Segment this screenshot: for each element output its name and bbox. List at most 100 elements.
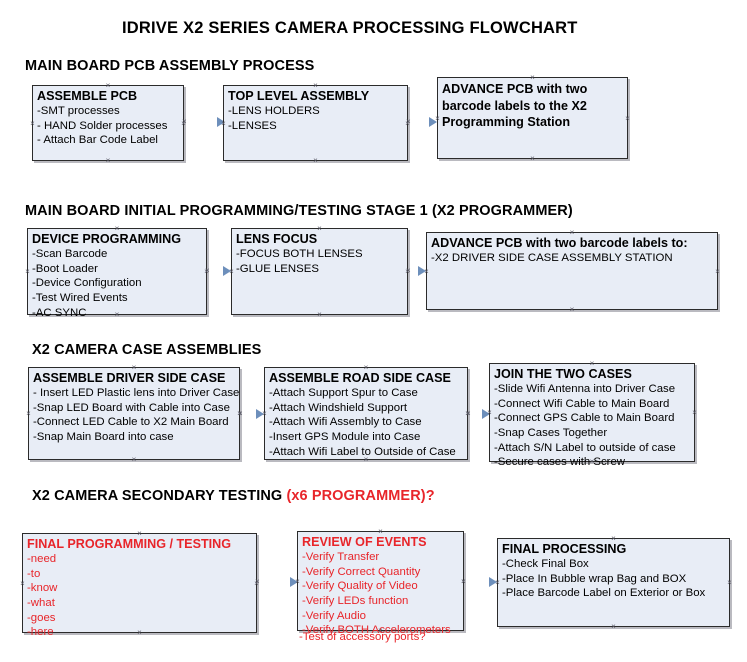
connector-handle-top[interactable] — [316, 225, 323, 232]
connector-device-programming-to-lens-focus[interactable]: × — [205, 266, 231, 276]
node-advance-pcb-programming-station[interactable]: ADVANCE PCB with two barcode labels to t… — [437, 77, 628, 159]
node-line: -Scan Barcode — [32, 247, 108, 260]
node-title: ASSEMBLE DRIVER SIDE CASE — [33, 371, 226, 385]
node-line: -goes — [27, 611, 56, 624]
connector-driver-side-to-road-side[interactable]: × — [238, 409, 264, 419]
connector-handle-top[interactable] — [114, 225, 121, 232]
connector-handle-bottom[interactable] — [131, 456, 138, 463]
connector-endpoint-source: × — [466, 409, 471, 418]
connector-endpoint-source: × — [205, 266, 210, 275]
arrow-head-icon — [489, 577, 497, 587]
connector-handle-top[interactable] — [377, 528, 384, 535]
connector-handle-top[interactable] — [529, 74, 536, 81]
connector-handle-right[interactable] — [691, 409, 698, 416]
node-line: -Boot Loader — [32, 262, 98, 275]
node-lens-focus[interactable]: LENS FOCUS -FOCUS BOTH LENSES -GLUE LENS… — [231, 228, 408, 315]
connector-handle-top[interactable] — [363, 364, 370, 371]
node-line: -Attach Wifi Label to Outside of Case — [269, 445, 456, 458]
node-final-processing[interactable]: FINAL PROCESSING -Check Final Box -Place… — [497, 538, 730, 627]
node-line: -Secure cases with Screw — [494, 456, 626, 469]
node-line: -Check Final Box — [502, 557, 589, 570]
node-line: -Verify BOTH Accelerometers — [302, 624, 451, 637]
connector-road-side-to-join-cases[interactable]: × — [466, 409, 490, 419]
node-advance-pcb-driver-side-case[interactable]: ADVANCE PCB with two barcode labels to: … — [426, 232, 718, 310]
connector-top-level-assembly-to-advance-pcb[interactable]: × — [406, 117, 437, 127]
node-line: -LENS HOLDERS — [228, 104, 320, 117]
node-line: -Device Configuration — [32, 277, 142, 290]
connector-endpoint-source: × — [406, 266, 411, 275]
node-line: -FOCUS BOTH LENSES — [236, 247, 363, 260]
connector-endpoint-source: × — [406, 117, 411, 126]
connector-handle-right[interactable] — [726, 579, 733, 586]
section-heading-text: X2 CAMERA SECONDARY TESTING — [32, 488, 287, 504]
node-line: -Snap Cases Together — [494, 426, 608, 439]
node-assemble-driver-side-case[interactable]: ASSEMBLE DRIVER SIDE CASE - Insert LED P… — [28, 367, 240, 460]
section-heading-text: MAIN BOARD INITIAL PROGRAMMING/TESTING S… — [25, 203, 573, 219]
connector-final-programming-to-review-of-events[interactable]: × — [255, 577, 298, 587]
node-title: FINAL PROCESSING — [502, 542, 627, 556]
node-line: -Verify LEDs function — [302, 594, 409, 607]
node-join-the-two-cases[interactable]: JOIN THE TWO CASES -Slide Wifi Antenna i… — [489, 360, 698, 468]
node-top-level-assembly[interactable]: TOP LEVEL ASSEMBLY -LENS HOLDERS -LENSES — [223, 85, 408, 161]
section-heading-x2-camera-secondary-testing: X2 CAMERA SECONDARY TESTING (x6 PROGRAMM… — [32, 488, 435, 504]
node-title: ASSEMBLE ROAD SIDE CASE — [269, 371, 451, 385]
connector-handle-bottom[interactable] — [610, 623, 617, 630]
connector-endpoint-source: × — [255, 577, 260, 586]
connector-handle-right[interactable] — [624, 115, 631, 122]
connector-assemble-pcb-to-top-level-assembly[interactable]: × × — [182, 117, 227, 127]
connector-handle-bottom[interactable] — [316, 311, 323, 318]
section-heading-text: X2 CAMERA CASE ASSEMBLIES — [32, 342, 262, 358]
node-title: JOIN THE TWO CASES — [494, 367, 632, 381]
connector-lens-focus-to-advance-pcb-driver-side[interactable]: × — [406, 266, 426, 276]
node-line: -Insert GPS Module into Case — [269, 430, 421, 443]
node-line: -Connect GPS Cable to Main Board — [494, 412, 675, 425]
node-assemble-pcb[interactable]: ASSEMBLE PCB -SMT processes - HAND Solde… — [32, 85, 184, 161]
node-line: -Attach Support Spur to Case — [269, 386, 418, 399]
node-line: -Verify Audio — [302, 609, 366, 622]
connector-handle-top[interactable] — [610, 535, 617, 542]
arrow-head-icon — [418, 266, 426, 276]
connector-handle-bottom[interactable] — [569, 306, 576, 313]
connector-handle-bottom[interactable] — [105, 157, 112, 164]
node-title: REVIEW OF EVENTS — [302, 535, 427, 549]
node-title: TOP LEVEL ASSEMBLY — [228, 89, 370, 103]
connector-handle-left[interactable] — [24, 268, 31, 275]
node-device-programming[interactable]: DEVICE PROGRAMMING -Scan Barcode -Boot L… — [24, 225, 207, 319]
node-title: ADVANCE PCB with two barcode labels to: — [431, 236, 688, 250]
connector-handle-top[interactable] — [312, 82, 319, 89]
node-title: ASSEMBLE PCB — [37, 89, 138, 103]
connector-handle-left[interactable] — [25, 410, 32, 417]
connector-handle-top[interactable] — [131, 364, 138, 371]
arrow-head-icon — [482, 409, 490, 419]
node-line: -LENSES — [228, 119, 277, 132]
node-title: FINAL PROGRAMMING / TESTING — [27, 537, 232, 551]
connector-handle-top[interactable] — [136, 530, 143, 537]
arrow-head-icon — [429, 117, 437, 127]
connector-handle-bottom[interactable] — [312, 157, 319, 164]
arrow-head-icon — [290, 577, 298, 587]
node-line: -SMT processes — [37, 104, 120, 117]
connector-handle-top[interactable] — [105, 82, 112, 89]
node-line: -what — [27, 596, 55, 609]
connector-handle-left[interactable] — [19, 580, 26, 587]
node-line: -Attach S/N Label to outside of case — [494, 441, 676, 454]
node-assemble-road-side-case[interactable]: ASSEMBLE ROAD SIDE CASE -Attach Support … — [264, 367, 468, 460]
connector-handle-top[interactable] — [589, 360, 596, 367]
connector-review-of-events-to-final-processing[interactable]: × — [461, 577, 497, 587]
connector-handle-top[interactable] — [569, 229, 576, 236]
connector-handle-bottom[interactable] — [529, 155, 536, 162]
node-line: -Place In Bubble wrap Bag and BOX — [502, 572, 687, 585]
node-review-of-events[interactable]: REVIEW OF EVENTS -Verify Transfer -Verif… — [297, 528, 464, 636]
connector-endpoint-source: × — [182, 117, 187, 126]
node-line: -Snap LED Board with Cable into Case — [33, 401, 230, 414]
node-overflow-line-review-of-events: -Test of accessory ports? — [299, 631, 426, 643]
section-heading-accent: (x6 PROGRAMMER)? — [286, 488, 435, 504]
arrow-head-icon — [223, 266, 231, 276]
node-title: ADVANCE PCB with two barcode labels to t… — [442, 82, 588, 130]
node-line: -Verify Transfer — [302, 550, 380, 563]
node-line: -GLUE LENSES — [236, 262, 319, 275]
connector-handle-left[interactable] — [29, 120, 36, 127]
node-final-programming-testing[interactable]: FINAL PROGRAMMING / TESTING -need -to -k… — [19, 530, 257, 638]
connector-handle-right[interactable] — [714, 268, 721, 275]
node-line: -know — [27, 582, 58, 595]
